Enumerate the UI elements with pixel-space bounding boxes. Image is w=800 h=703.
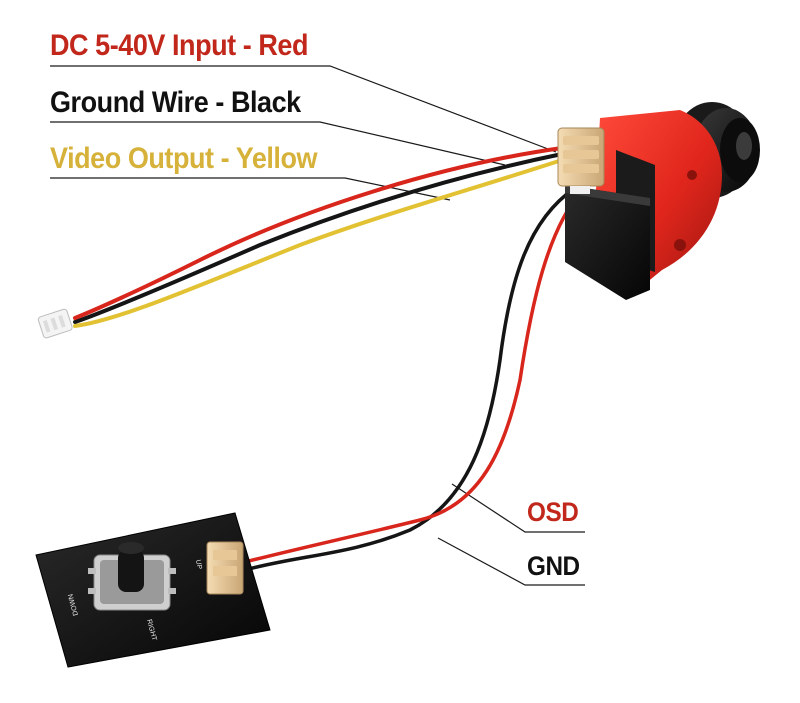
camera-rear-connector [557, 127, 605, 194]
osd-board-connector [206, 541, 244, 595]
osd-cable-black-wire [243, 186, 577, 572]
osd-leader-line [451, 483, 585, 533]
pigtail-red-wire [73, 146, 564, 320]
ground-wire-label: Ground Wire - Black [50, 86, 301, 119]
power-video-cable [73, 146, 564, 328]
leader-lines [50, 65, 585, 586]
pigtail-yellow-wire [73, 158, 564, 328]
osd-label: OSD [527, 497, 579, 527]
video-output-label: Video Output - Yellow [50, 142, 318, 175]
ground-wire-leader-line [50, 121, 506, 166]
osd-joystick-board: DOWN UP RIGHT [35, 512, 271, 668]
jst-plug [37, 308, 73, 339]
osd-cable [243, 186, 584, 572]
fpv-camera [557, 102, 760, 300]
gnd-leader-line [437, 537, 585, 586]
five-way-switch [88, 542, 176, 611]
silk-up-label: UP [194, 559, 203, 570]
dc-input-label: DC 5-40V Input - Red [50, 29, 309, 62]
dc-input-leader-line [50, 65, 557, 153]
camera-back-board [565, 185, 650, 300]
osd-cable-red-wire [243, 188, 584, 564]
gnd-label: GND [527, 551, 580, 581]
pigtail-black-wire [73, 152, 564, 324]
